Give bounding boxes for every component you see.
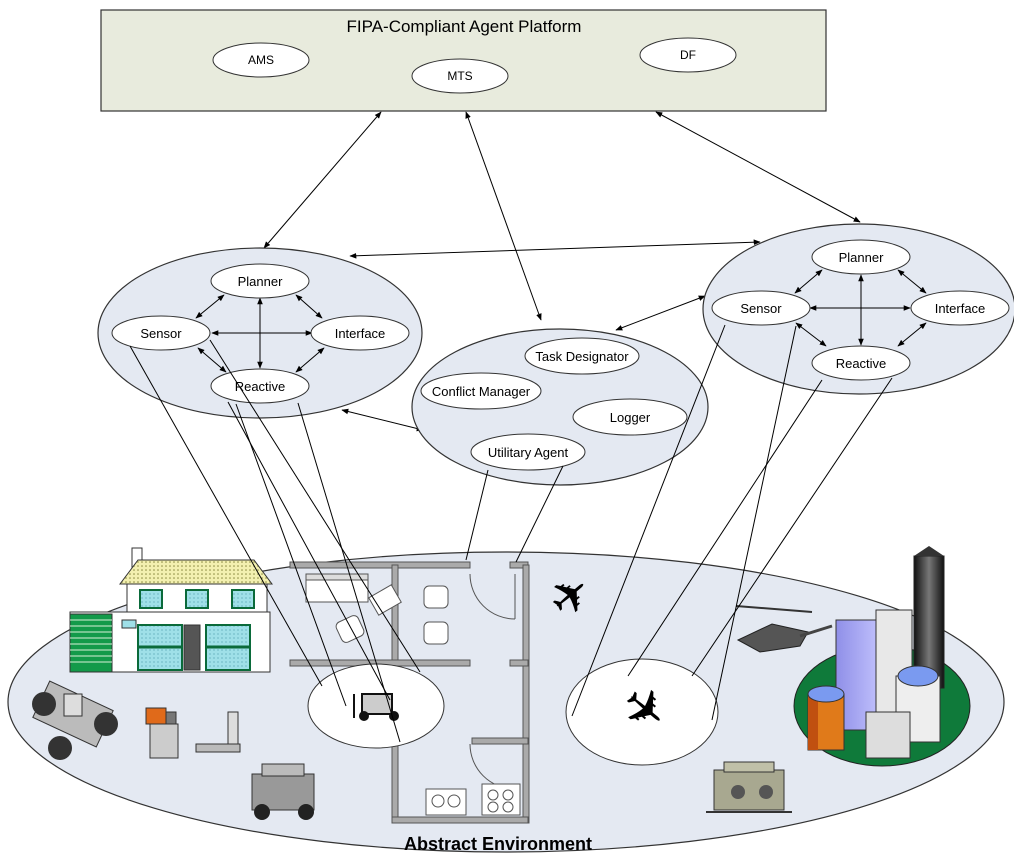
forklift-robots bbox=[145, 707, 241, 759]
center-conflict-manager: Conflict Manager bbox=[420, 372, 542, 410]
right-sensor: Sensor bbox=[711, 290, 811, 326]
service-mts-label: MTS bbox=[447, 69, 472, 83]
center-utilitary-agent: Utilitary Agent bbox=[470, 433, 586, 471]
right-sensor-label: Sensor bbox=[740, 301, 782, 316]
arrow-center-right bbox=[615, 295, 706, 331]
platform-connections bbox=[263, 111, 861, 432]
left-reactive: Reactive bbox=[210, 368, 310, 404]
robot-rover-left bbox=[32, 680, 118, 760]
agent-group-center: Task Designator Conflict Manager Logger … bbox=[411, 328, 709, 486]
right-interface: Interface bbox=[910, 290, 1010, 326]
left-reactive-label: Reactive bbox=[235, 379, 286, 394]
environment-label: Abstract Environment bbox=[404, 834, 592, 854]
center-task-designator-label: Task Designator bbox=[535, 349, 629, 364]
left-planner-label: Planner bbox=[238, 274, 283, 289]
platform-box: FIPA-Compliant Agent Platform AMS MTS DF bbox=[100, 9, 827, 112]
left-planner: Planner bbox=[210, 263, 310, 299]
house-illustration bbox=[69, 547, 273, 673]
agent-group-right: Planner Sensor Interface Reactive bbox=[702, 223, 1014, 395]
left-interface: Interface bbox=[310, 315, 410, 351]
wheelchair-icon bbox=[353, 693, 399, 721]
right-planner-label: Planner bbox=[839, 250, 884, 265]
helicopter-illustration bbox=[735, 605, 833, 653]
service-ams-label: AMS bbox=[248, 53, 274, 67]
arrow-left-right bbox=[349, 239, 761, 259]
arrow-platform-left bbox=[263, 111, 382, 249]
airplane-focus: ✈ bbox=[565, 658, 719, 766]
right-interface-label: Interface bbox=[935, 301, 986, 316]
city-illustration bbox=[793, 546, 971, 767]
underwater-vehicle-illustration bbox=[706, 761, 792, 813]
left-sensor: Sensor bbox=[111, 315, 211, 351]
robot-mobile-bottom bbox=[251, 763, 315, 820]
service-df-label: DF bbox=[680, 48, 696, 62]
wheelchair-focus bbox=[307, 663, 445, 749]
right-reactive-label: Reactive bbox=[836, 356, 887, 371]
left-interface-label: Interface bbox=[335, 326, 386, 341]
arrow-platform-right bbox=[655, 111, 861, 223]
center-task-designator: Task Designator bbox=[524, 337, 640, 375]
right-planner: Planner bbox=[811, 239, 911, 275]
center-conflict-manager-label: Conflict Manager bbox=[432, 384, 531, 399]
center-logger-label: Logger bbox=[610, 410, 651, 425]
service-df: DF bbox=[639, 37, 737, 73]
service-ams: AMS bbox=[212, 42, 310, 78]
arrow-platform-center bbox=[465, 111, 542, 321]
service-mts: MTS bbox=[411, 58, 509, 94]
right-reactive: Reactive bbox=[811, 345, 911, 381]
center-logger: Logger bbox=[572, 398, 688, 436]
center-utilitary-agent-label: Utilitary Agent bbox=[488, 445, 569, 460]
agent-group-left: Planner Sensor Interface Reactive bbox=[97, 247, 423, 419]
environment-connections bbox=[129, 324, 893, 743]
arrow-left-center bbox=[341, 408, 424, 432]
left-sensor-label: Sensor bbox=[140, 326, 182, 341]
platform-title: FIPA-Compliant Agent Platform bbox=[347, 17, 582, 36]
